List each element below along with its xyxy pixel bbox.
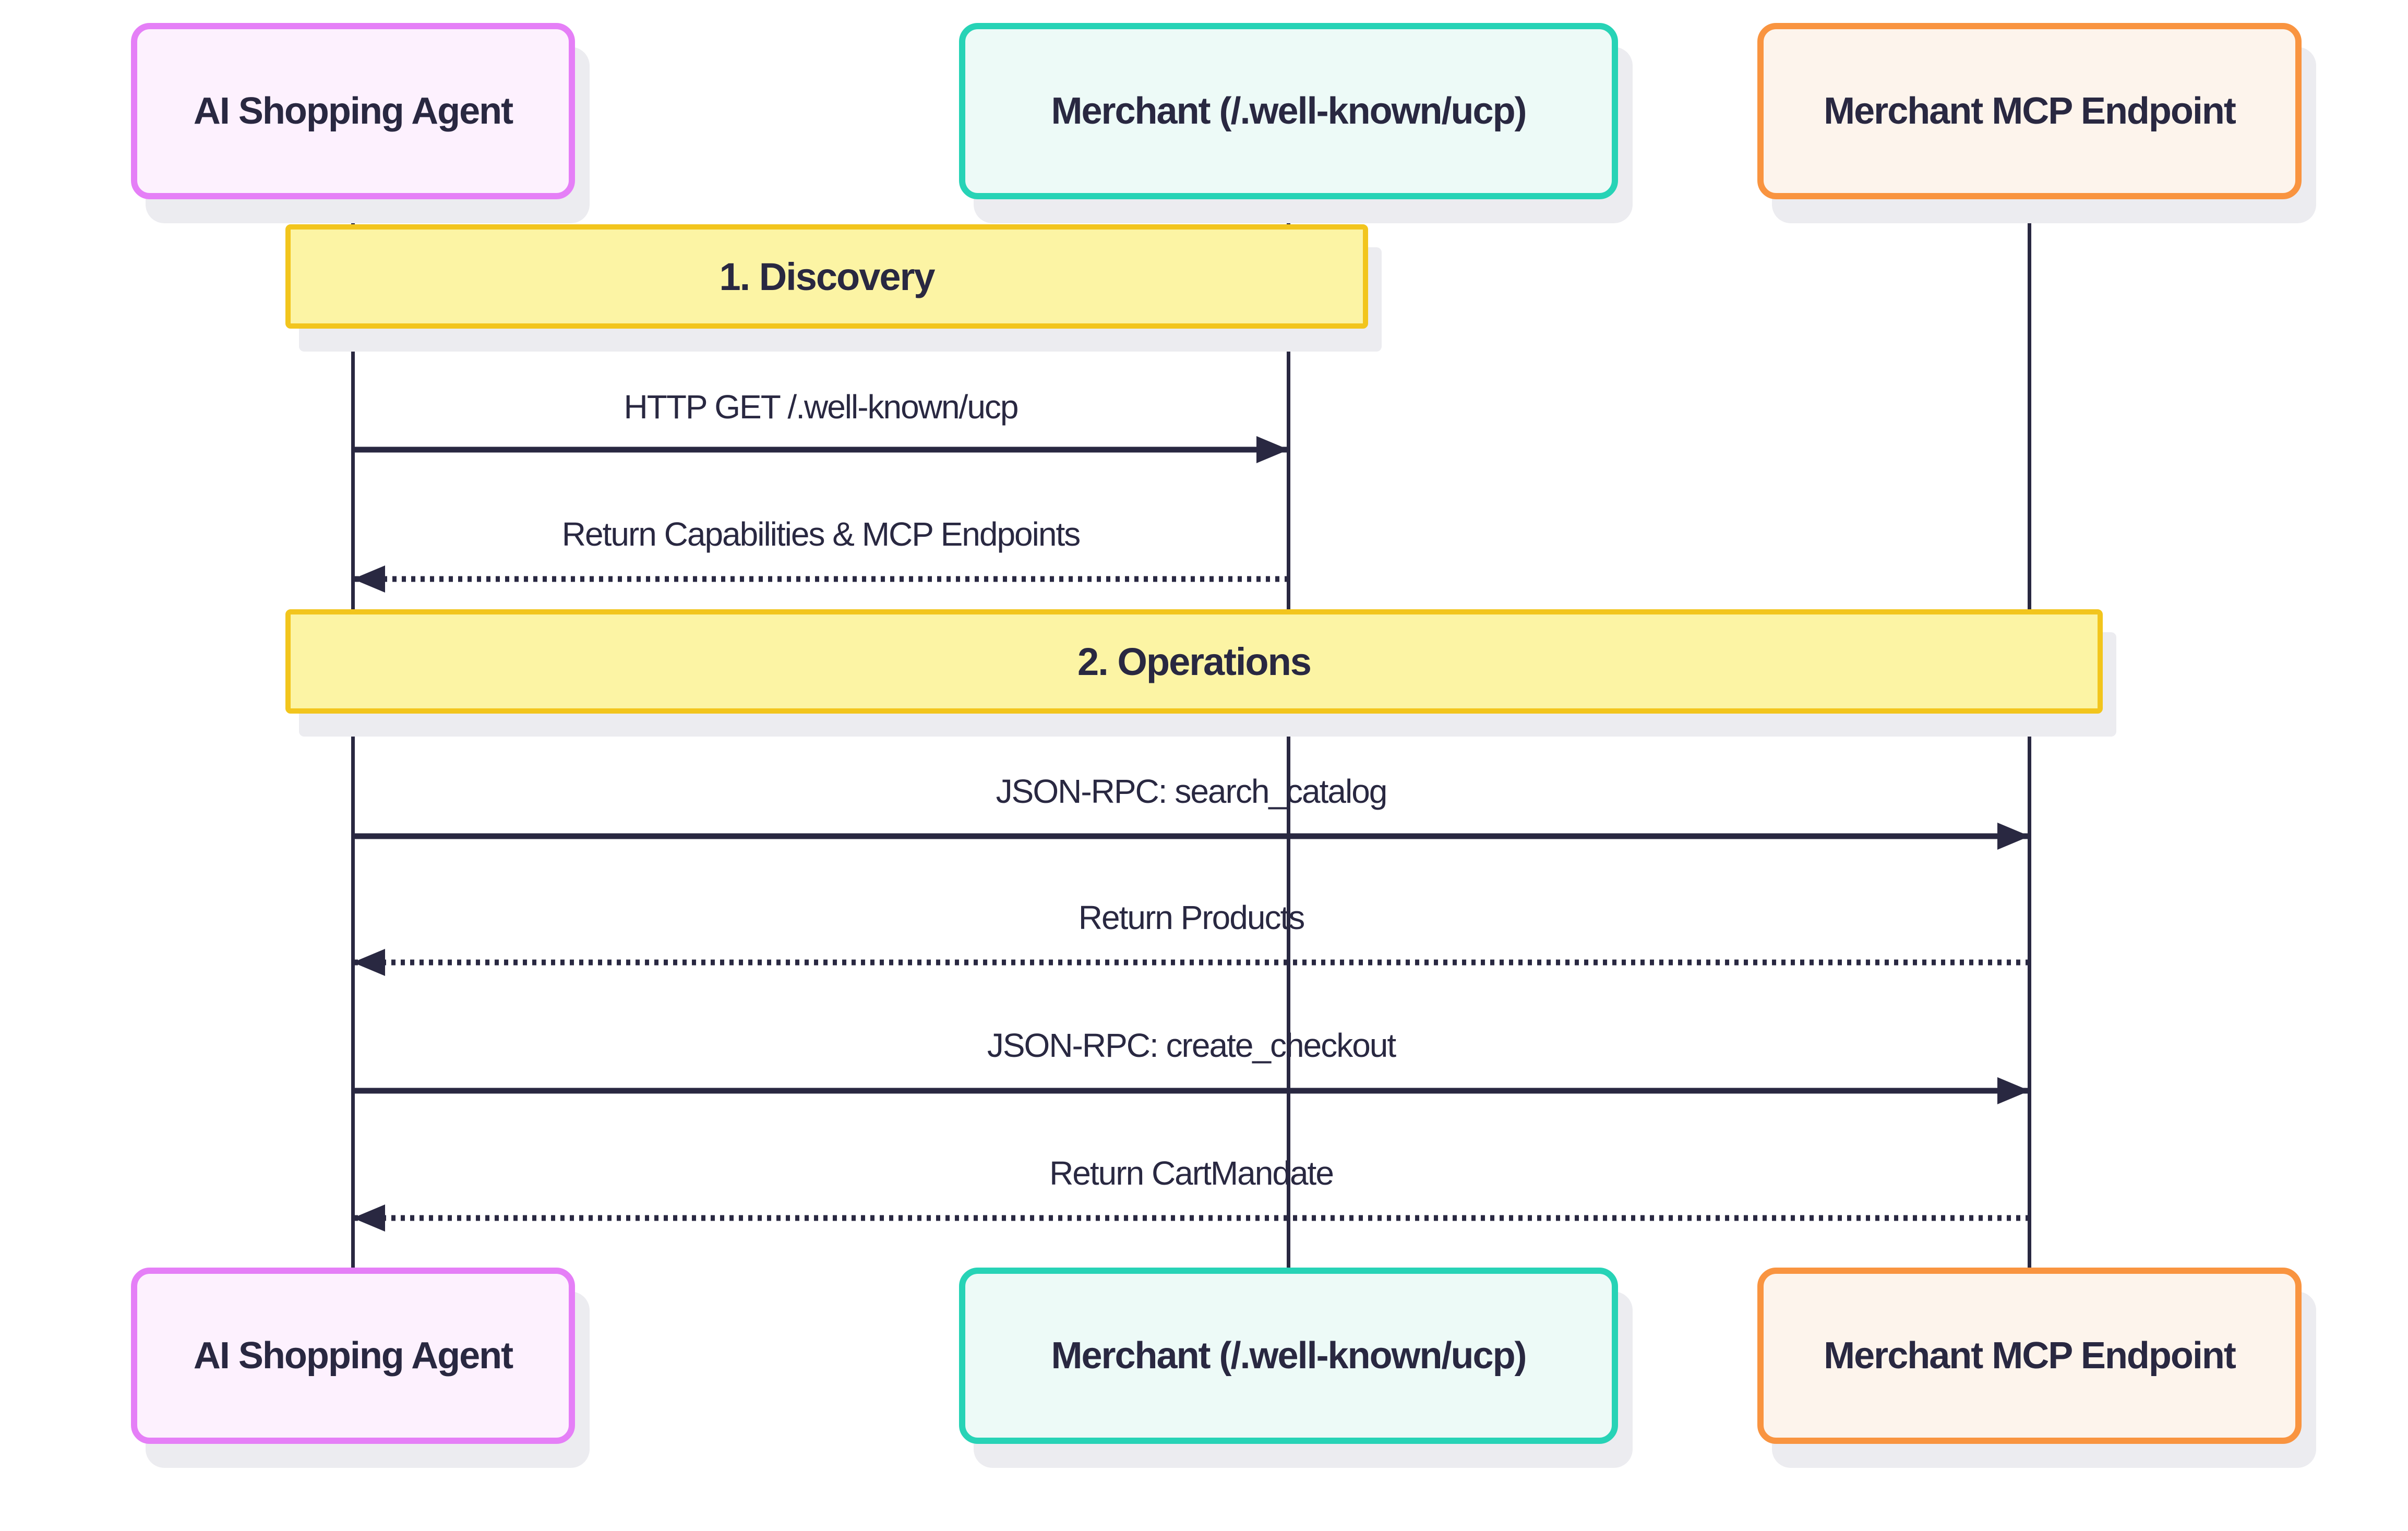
actor-label: AI Shopping Agent	[193, 1335, 513, 1377]
actor-ai-shopping-agent-bottom: AI Shopping Agent	[131, 1268, 575, 1444]
message-search-catalog: JSON-RPC: search_catalog	[996, 773, 1388, 810]
actor-label: Merchant MCP Endpoint	[1824, 90, 2236, 132]
section-title: 1. Discovery	[719, 255, 935, 298]
actor-ai-shopping-agent-top: AI Shopping Agent	[131, 23, 575, 199]
message-return-products: Return Products	[1078, 899, 1305, 936]
section-title: 2. Operations	[1077, 640, 1312, 683]
actor-label: Merchant (/.well-known/ucp)	[1051, 1335, 1527, 1377]
actor-merchant-mcp-endpoint-top: Merchant MCP Endpoint	[1757, 23, 2302, 199]
actor-merchant-mcp-endpoint-bottom: Merchant MCP Endpoint	[1757, 1268, 2302, 1444]
section-banner-discovery: 1. Discovery	[285, 224, 1368, 329]
actor-label: AI Shopping Agent	[193, 90, 513, 132]
actor-label: Merchant MCP Endpoint	[1824, 1335, 2236, 1377]
message-return-capabilities: Return Capabilities & MCP Endpoints	[561, 515, 1081, 553]
actor-merchant-wellknown-bottom: Merchant (/.well-known/ucp)	[959, 1268, 1618, 1444]
message-http-get: HTTP GET /.well-known/ucp	[624, 388, 1019, 426]
message-return-cartmandate: Return CartMandate	[1049, 1154, 1334, 1192]
actor-label: Merchant (/.well-known/ucp)	[1051, 90, 1527, 132]
message-create-checkout: JSON-RPC: create_checkout	[987, 1027, 1396, 1064]
section-banner-operations: 2. Operations	[285, 609, 2103, 714]
actor-merchant-wellknown-top: Merchant (/.well-known/ucp)	[959, 23, 1618, 199]
